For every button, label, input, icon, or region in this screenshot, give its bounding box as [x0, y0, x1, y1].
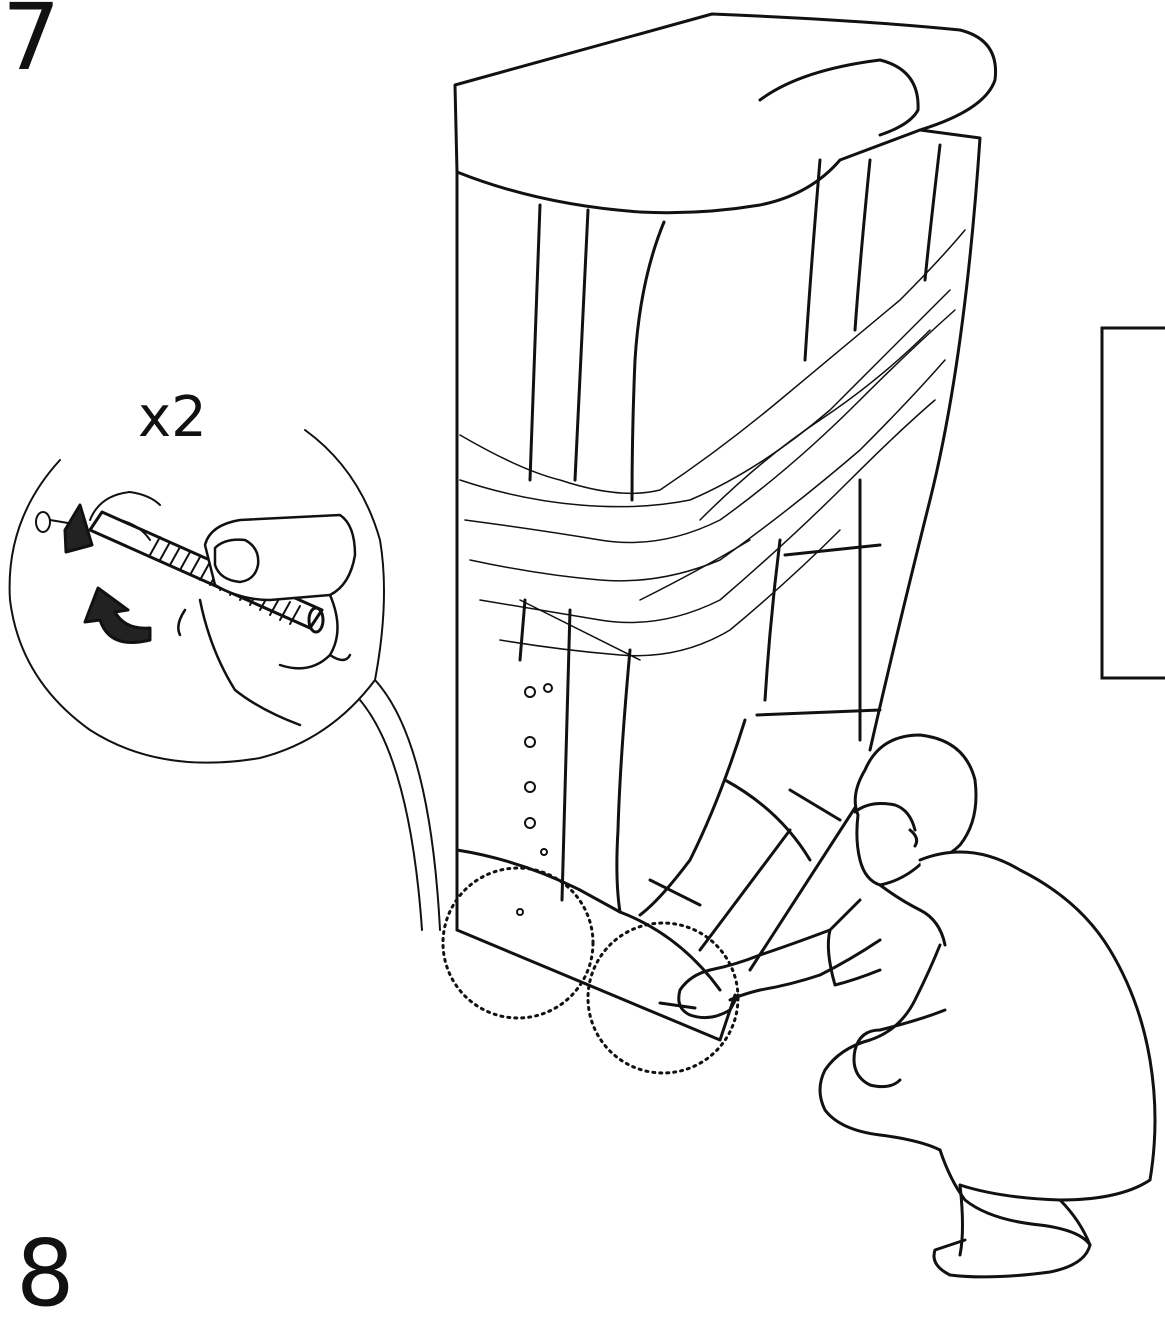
person-illustration	[660, 735, 1155, 1277]
screw-holes	[517, 684, 552, 915]
hand-illustration	[178, 515, 355, 725]
dotted-circle-icon	[443, 868, 738, 1073]
curved-arrow-icon	[85, 492, 160, 643]
sofa-armrest	[455, 14, 996, 1040]
assembly-illustration	[0, 0, 1165, 1293]
detail-callout	[10, 430, 440, 930]
adjacent-panel-frame	[1102, 328, 1165, 678]
